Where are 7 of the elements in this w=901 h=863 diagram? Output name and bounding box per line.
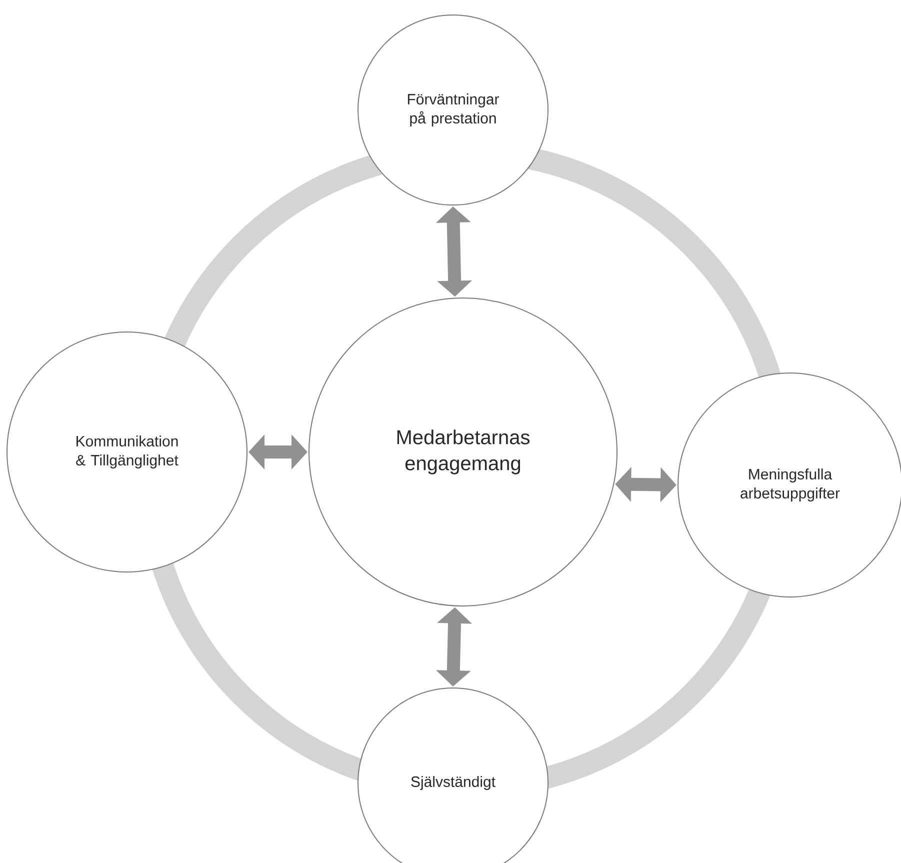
circle-node: Kommunikation & Tillgänglighet [6, 332, 248, 572]
circle-node: Meningsfulla arbetsuppgifter [678, 372, 901, 598]
node-label: Självständigt [411, 776, 496, 790]
circle-node: Självständigt [358, 688, 548, 863]
node-label: Meningsfulla arbetsuppgifter [740, 468, 840, 502]
circle-node: Medarbetarnas engagemang [308, 298, 618, 606]
circle-node: Förväntningar på prestation [358, 14, 548, 206]
